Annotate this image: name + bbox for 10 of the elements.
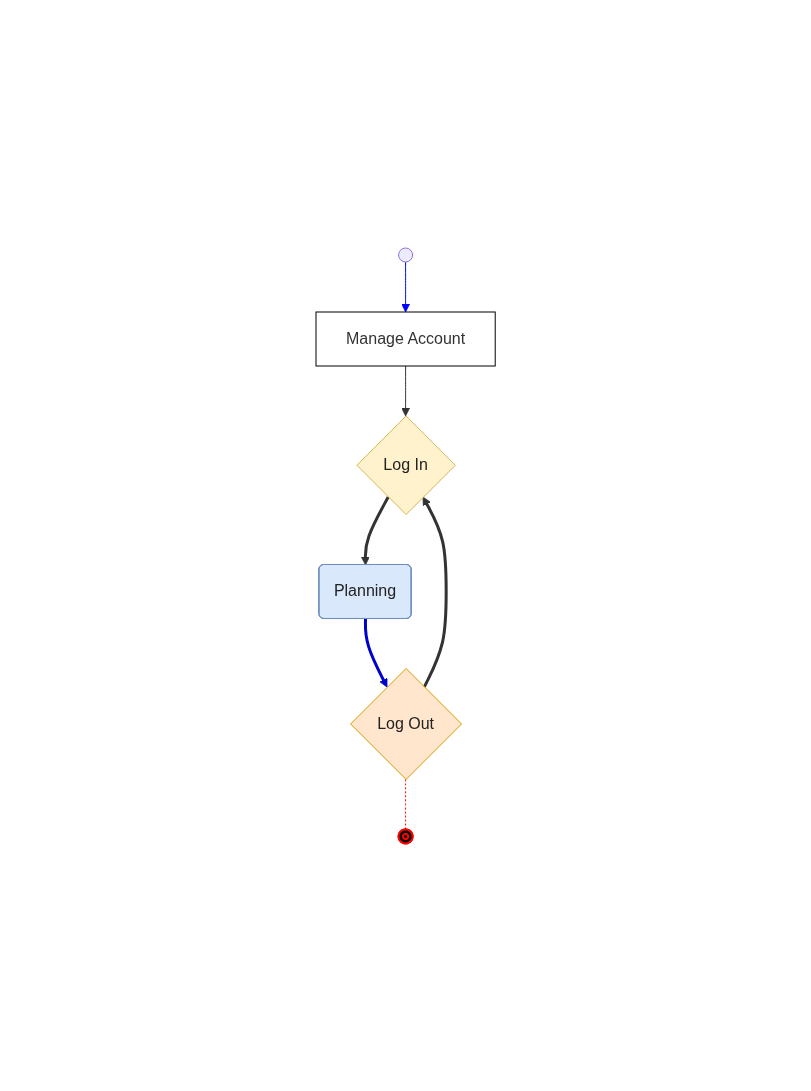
arrow bbox=[360, 496, 390, 566]
node-diamond: Log In bbox=[356, 415, 456, 515]
node-diamond: Log Out bbox=[350, 667, 462, 780]
arrow bbox=[363, 618, 388, 688]
arrow bbox=[401, 261, 410, 313]
arrow bbox=[401, 365, 410, 417]
arrow bbox=[422, 496, 448, 688]
node-box: Manage Account bbox=[315, 311, 496, 367]
node-circle bbox=[398, 247, 413, 263]
connector bbox=[405, 778, 406, 830]
